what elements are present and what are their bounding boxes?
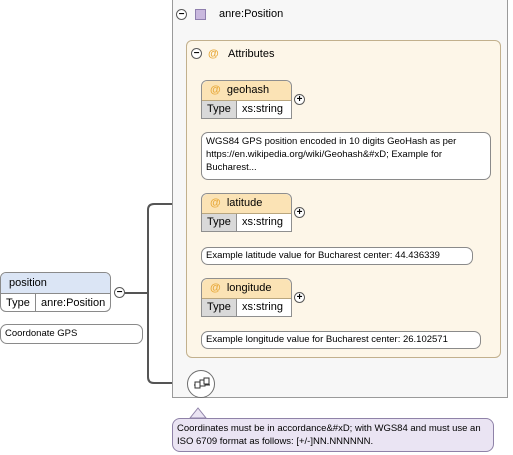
geohash-doc: WGS84 GPS position encoded in 10 digits … [201, 132, 491, 180]
type-doc: Coordinates must be in accordance&#xD; w… [172, 418, 494, 452]
longitude-doc: Example longitude value for Bucharest ce… [201, 331, 481, 349]
attribute-longitude[interactable]: @ longitude Type xs:string [201, 278, 292, 317]
attribute-name: longitude [226, 282, 272, 294]
latitude-doc: Example latitude value for Bucharest cen… [201, 247, 473, 265]
collapse-complex-type-button[interactable]: − [176, 9, 187, 20]
element-doc: Coordonate GPS [0, 324, 143, 344]
expand-geohash-button[interactable]: + [294, 94, 305, 105]
attribute-name: latitude [226, 197, 263, 209]
complex-type-icon [195, 9, 206, 20]
element-position[interactable]: position Type anre:Position [0, 272, 111, 312]
expand-latitude-button[interactable]: + [294, 207, 305, 218]
sequence-glyph [194, 377, 210, 389]
element-name: position [1, 273, 110, 294]
type-value: xs:string [242, 103, 283, 115]
attribute-name: geohash [226, 84, 270, 96]
type-key: Type [1, 294, 36, 311]
attribute-group-icon: @ [208, 48, 219, 60]
attribute-icon: @ [210, 84, 221, 96]
type-key: Type [202, 101, 237, 118]
collapse-attributes-button[interactable]: − [191, 48, 202, 59]
type-key: Type [202, 299, 237, 316]
expand-longitude-button[interactable]: + [294, 292, 305, 303]
complex-type-name: anre:Position [219, 8, 284, 20]
attributes-group-title: Attributes [228, 48, 275, 60]
attribute-geohash[interactable]: @ geohash Type xs:string [201, 80, 292, 119]
type-value: xs:string [242, 216, 283, 228]
type-value: xs:string [242, 301, 283, 313]
type-value: anre:Position [41, 297, 106, 309]
attribute-icon: @ [210, 197, 221, 209]
attribute-latitude[interactable]: @ latitude Type xs:string [201, 193, 292, 232]
attribute-icon: @ [210, 282, 221, 294]
type-key: Type [202, 214, 237, 231]
sequence-icon[interactable] [187, 370, 215, 398]
collapse-element-button[interactable]: − [114, 287, 125, 298]
